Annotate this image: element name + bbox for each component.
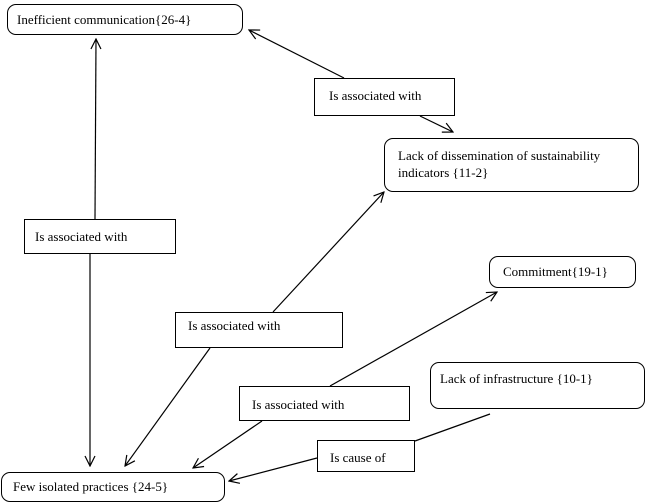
edge-label-practices-commitment: Is associated with [239,386,410,421]
edge-infrastructure-practices [414,413,491,442]
edge-label-communication-dissemination: Is associated with [314,78,455,116]
node-commitment: Commitment{19-1} [489,256,636,288]
edge-practices-commitment-lower [193,420,263,468]
edge-practices-commitment [329,292,497,387]
edge-infrastructure-practices-lower [229,457,318,481]
edge-label-communication-practices: Is associated with [24,219,176,254]
edge-label-infrastructure-practices: Is cause of [317,440,415,472]
edge-label-practices-dissemination: Is associated with [175,312,343,348]
edge-communication-practices [95,39,96,220]
node-inefficient-communication: Inefficient communication{26-4} [7,4,243,35]
edge-communication-dissemination [249,30,345,79]
edge-communication-dissemination-lower [419,115,453,132]
node-lack-of-infrastructure: Lack of infrastructure {10-1} [430,362,645,409]
edge-practices-dissemination-lower [125,347,211,466]
edge-practices-dissemination [272,192,384,313]
node-lack-of-dissemination: Lack of dissemination of sustainability … [384,138,639,192]
node-few-isolated-practices: Few isolated practices {24-5} [1,472,225,502]
